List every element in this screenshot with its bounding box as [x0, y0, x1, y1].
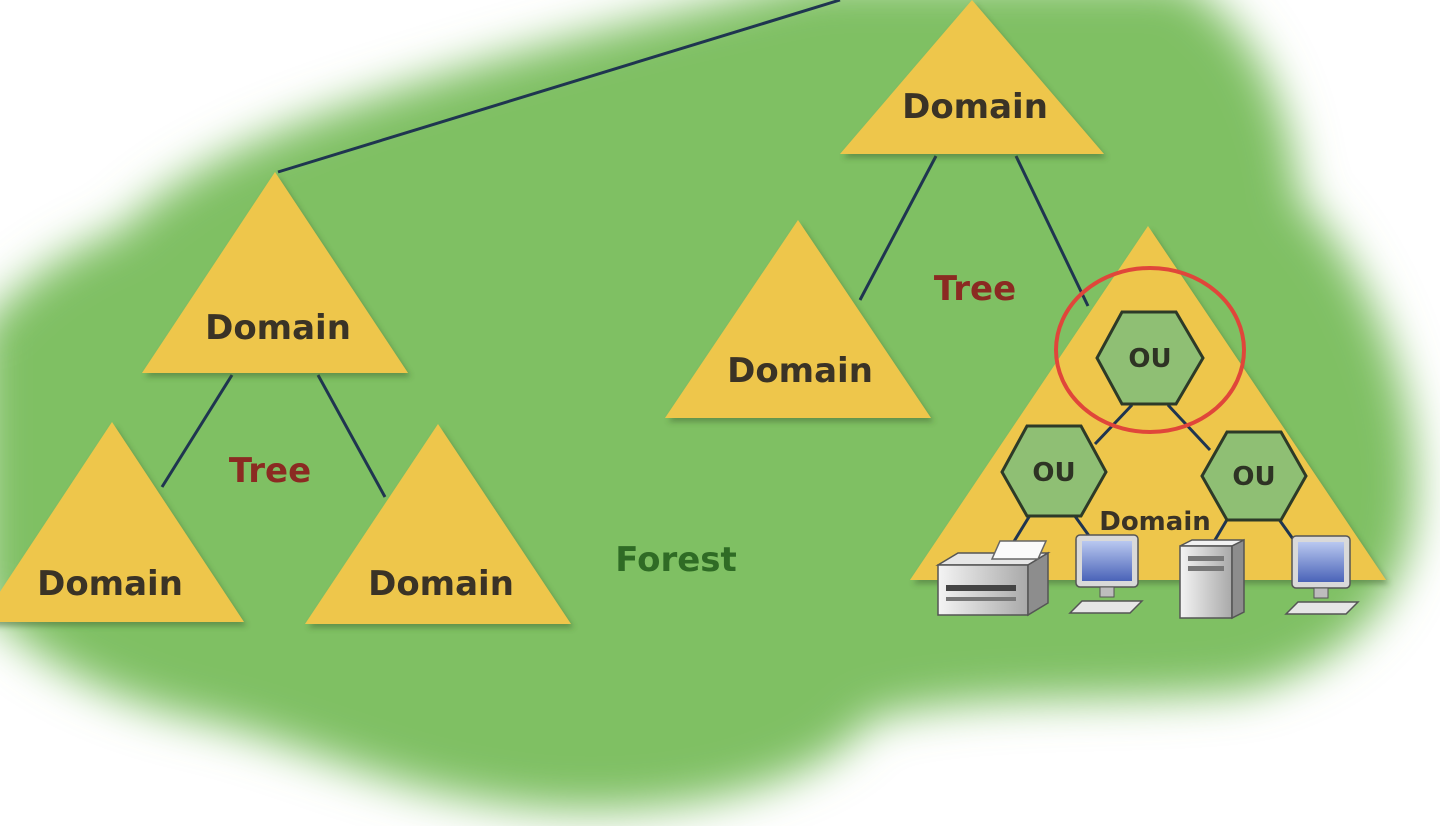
- domain-left-bottom-1-triangle: [0, 422, 244, 622]
- tree-left-label: Tree: [229, 451, 311, 491]
- domain-mid-label: Domain: [727, 351, 873, 391]
- server-tower-icon: [1179, 538, 1245, 620]
- domain-top-triangle: [840, 0, 1104, 154]
- tree-right-label: Tree: [934, 269, 1016, 309]
- ou-left-hexagon: [1000, 424, 1108, 518]
- ou-right-label: OU: [1232, 462, 1275, 492]
- printer-icon: [935, 540, 1051, 617]
- desktop-computer-icon: [1284, 535, 1360, 615]
- domain-left-bottom-1-label: Domain: [37, 564, 183, 604]
- desktop-computer-icon: [1068, 534, 1144, 614]
- forest-trust-line: [277, 0, 841, 174]
- ou-top-hexagon: [1095, 310, 1205, 406]
- connector-lines: [160, 0, 1090, 498]
- domain-top-label: Domain: [902, 87, 1048, 127]
- ou-hexagons: [1000, 310, 1308, 522]
- left-tree-branch-2: [316, 374, 387, 498]
- domain-left-root-label: Domain: [205, 308, 351, 348]
- domain-left-bottom-2-triangle: [305, 424, 571, 624]
- ou-top-label: OU: [1128, 344, 1171, 374]
- right-tree-branch-1: [858, 155, 938, 301]
- right-tree-branch-2: [1014, 155, 1090, 307]
- domain-left-root-triangle: [142, 172, 408, 373]
- ou-left-label: OU: [1032, 458, 1075, 488]
- ou-link-right: [1166, 403, 1212, 452]
- left-tree-branch-1: [160, 374, 234, 488]
- forest-label: Forest: [615, 540, 737, 580]
- ou-right-hexagon: [1200, 430, 1308, 522]
- domain-big-label: Domain: [1099, 507, 1211, 537]
- ou-highlight-ring: [1054, 266, 1246, 434]
- domain-left-bottom-2-label: Domain: [368, 564, 514, 604]
- domain-mid-triangle: [665, 220, 931, 418]
